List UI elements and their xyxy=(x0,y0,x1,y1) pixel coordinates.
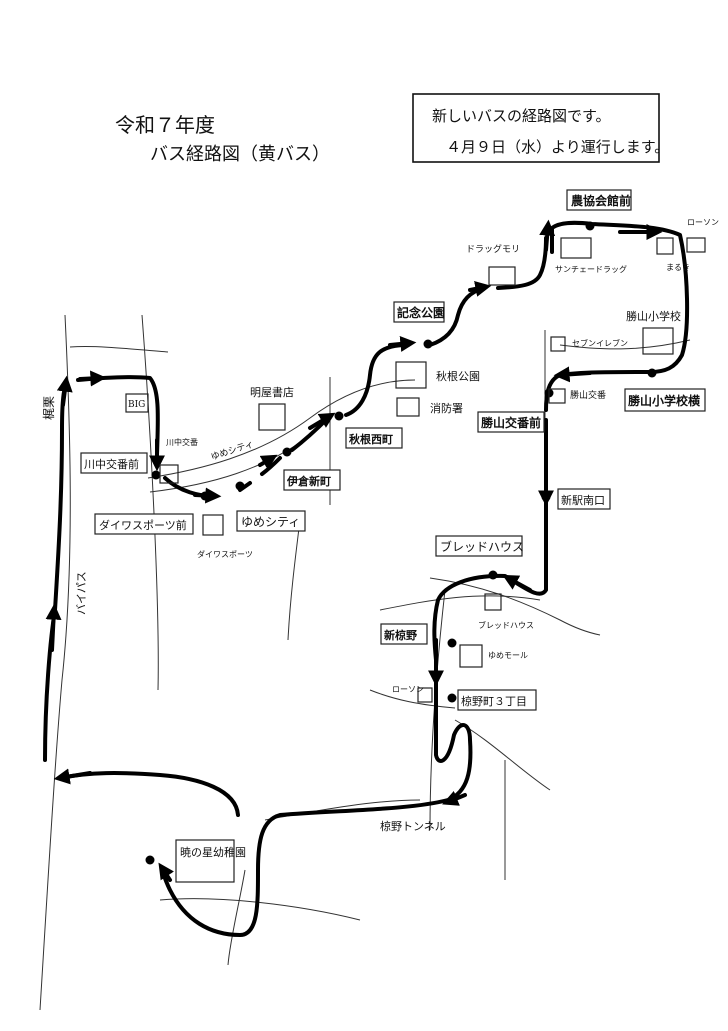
svg-text:勝山交番前: 勝山交番前 xyxy=(481,415,541,430)
stop-dot xyxy=(423,339,433,349)
route-arrows xyxy=(45,219,663,882)
notice-line2: ４月９日（水）より運行します。 xyxy=(446,138,669,156)
stop-dot xyxy=(235,481,245,491)
stop-labels: 農協会館前 記念公園 勝山交番前 勝山小学校横 秋根西町 伊倉新町 川中交番前 … xyxy=(80,189,706,883)
landmark-seven-eleven: セブンイレブン xyxy=(572,338,628,348)
svg-text:秋根西町: 秋根西町 xyxy=(349,432,393,446)
landmark-fire-station: 消防署 xyxy=(430,401,463,415)
notice-line1: 新しいバスの経路図です。 xyxy=(432,107,611,125)
stop-kawanaka-koban-mae: 川中交番前 xyxy=(80,452,148,474)
stop-dot xyxy=(488,570,498,580)
notice-box: 新しいバスの経路図です。 ４月９日（水）より運行します。 xyxy=(412,93,669,163)
svg-text:ブレッドハウス: ブレッドハウス xyxy=(440,539,524,554)
landmark-squares xyxy=(125,237,706,703)
svg-text:伊倉新町: 伊倉新町 xyxy=(286,474,331,488)
stop-dot xyxy=(447,638,457,648)
svg-text:新椋野: 新椋野 xyxy=(384,628,417,642)
landmark-lawson-south: ローソン xyxy=(392,685,424,694)
landmark-bread-house-building: ブレッドハウス xyxy=(478,620,534,630)
title-line2: バス経路図（黄バス） xyxy=(150,144,330,165)
landmark-yume-mall: ゆめモール xyxy=(488,651,528,660)
stop-katsuyama-shogakko-yoko: 勝山小学校横 xyxy=(624,388,706,412)
stop-akatsuki-yochien: 暁の星幼稚園 xyxy=(175,839,246,883)
svg-text:川中交番前: 川中交番前 xyxy=(84,457,139,471)
stop-akine-nishimachi: 秋根西町 xyxy=(345,427,403,449)
stop-dot xyxy=(200,491,210,501)
landmark-sancho-drug: サンチェードラッグ xyxy=(555,264,627,274)
svg-text:新駅南口: 新駅南口 xyxy=(561,493,605,507)
landmark-labels: ローソン ドラッグモリ サンチェードラッグ まるき 勝山小学校 セブンイレブン … xyxy=(42,218,719,833)
stop-kinen-koen: 記念公園 xyxy=(393,301,445,323)
landmark-big: BIG xyxy=(128,400,145,410)
stop-daiwa-sports-mae: ダイワスポーツ前 xyxy=(94,513,194,535)
stop-bread-house: ブレッドハウス xyxy=(435,535,524,557)
stop-dot xyxy=(447,693,457,703)
landmark-hanaya-shoten: 明屋書店 xyxy=(250,385,294,399)
svg-text:ゆめシティ: ゆめシティ xyxy=(241,515,300,529)
stop-dot xyxy=(145,855,155,865)
landmark-katsuyama-school: 勝山小学校 xyxy=(626,309,681,323)
road-tunnel-label: 椋野トンネル xyxy=(380,819,446,833)
landmark-yume-city-building: ゆめシティ xyxy=(210,439,256,463)
svg-text:ダイワスポーツ前: ダイワスポーツ前 xyxy=(99,518,187,532)
bus-route xyxy=(43,220,690,937)
stop-akatsuki-label: 暁の星幼稚園 xyxy=(180,846,246,859)
stop-dot xyxy=(334,411,344,421)
landmark-drug-mori: ドラッグモリ xyxy=(466,243,520,255)
svg-text:椋野町３丁目: 椋野町３丁目 xyxy=(461,694,527,708)
stop-dot xyxy=(647,368,657,378)
stop-katsuyama-koban-mae: 勝山交番前 xyxy=(477,411,545,433)
svg-text:勝山小学校横: 勝山小学校横 xyxy=(628,393,701,408)
stop-dot xyxy=(151,470,161,480)
road-bypass-label: バイパス xyxy=(75,571,88,615)
landmark-kajikuri: 梶栗 xyxy=(42,396,56,420)
stop-shin-mukuno: 新椋野 xyxy=(380,623,428,645)
title-line1: 令和７年度 xyxy=(115,113,215,137)
landmark-akine-park: 秋根公園 xyxy=(436,369,480,383)
landmark-kawanaka-koban: 川中交番 xyxy=(166,437,198,447)
roads xyxy=(39,314,691,1011)
landmark-lawson-east: ローソン xyxy=(687,218,719,227)
stop-dot xyxy=(585,221,595,231)
stop-mukuno-3chome: 椋野町３丁目 xyxy=(457,689,537,711)
stop-yume-city: ゆめシティ xyxy=(236,510,306,532)
stop-dot xyxy=(541,492,551,502)
stop-ikura-shinmachi: 伊倉新町 xyxy=(283,469,341,491)
svg-text:農協会館前: 農協会館前 xyxy=(571,193,631,208)
landmark-daiwa-sports: ダイワスポーツ xyxy=(197,549,253,559)
landmark-maruki: まるき xyxy=(666,263,690,272)
stop-dot xyxy=(282,447,292,457)
landmark-katsuyama-koban: 勝山交番 xyxy=(570,389,606,401)
stop-nokyo-kaikan-mae: 農協会館前 xyxy=(566,189,632,211)
stop-shineki-minamiguchi: 新駅南口 xyxy=(557,488,611,510)
svg-text:記念公園: 記念公園 xyxy=(397,305,445,320)
